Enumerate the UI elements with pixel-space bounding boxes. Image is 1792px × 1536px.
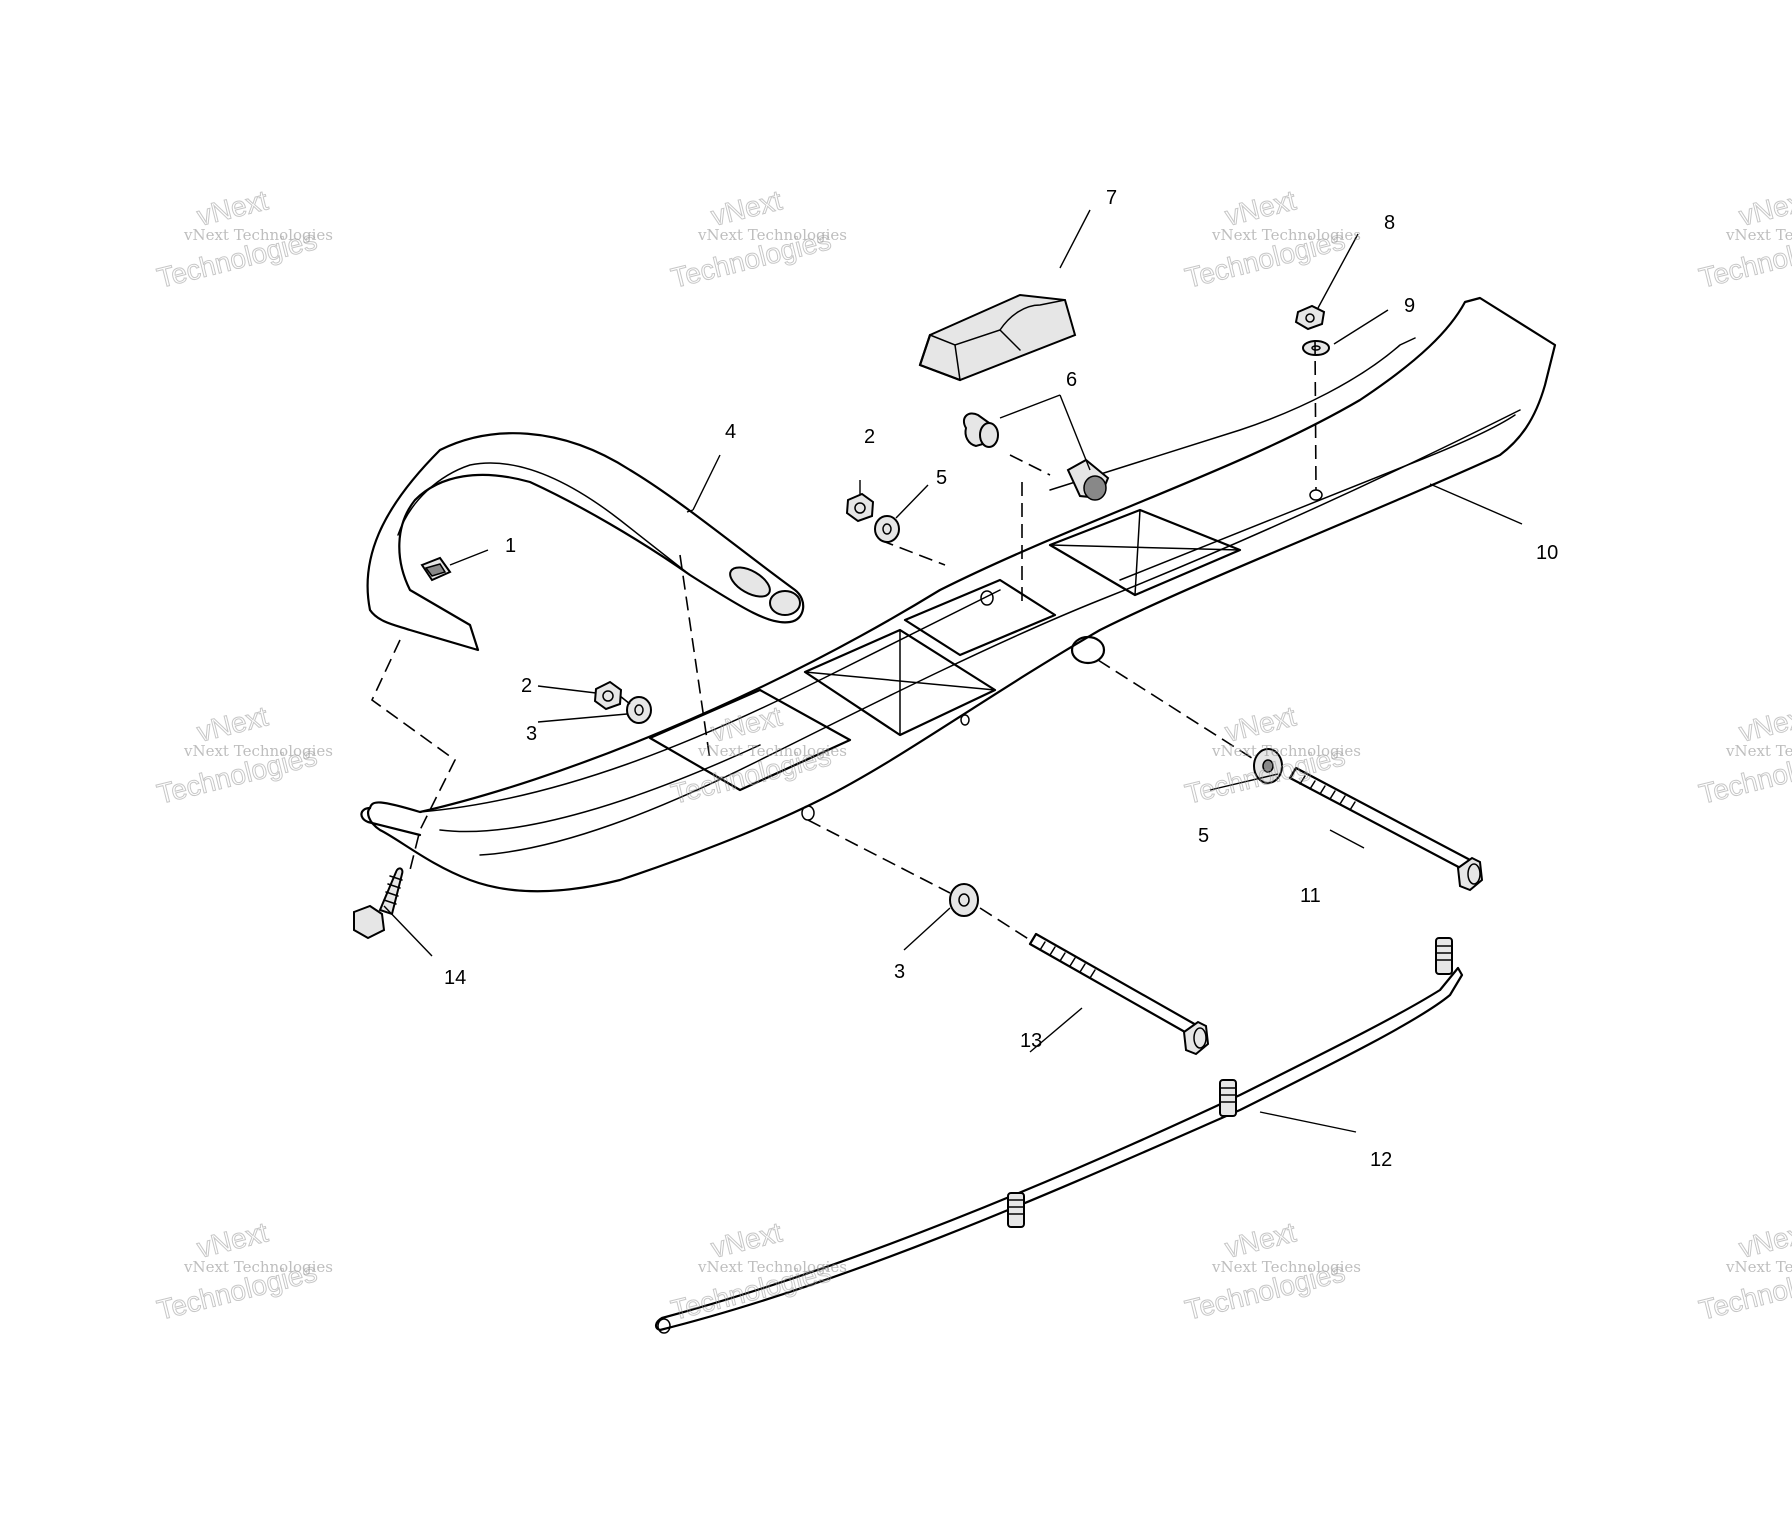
callout-1: 1 (505, 535, 516, 557)
watermark-logo-line1: vNext (1222, 184, 1299, 231)
callout-11: 11 (1300, 885, 1321, 907)
callout-8: 8 (1384, 212, 1395, 234)
callout-labels: 1 2 2 3 3 4 5 5 6 7 8 9 10 11 12 13 14 (444, 187, 1558, 1171)
callout-3-lower: 3 (894, 961, 905, 983)
watermark-text: vNext Technologies (697, 742, 847, 760)
callout-4: 4 (725, 421, 736, 443)
watermark-text: vNext Technologies (697, 226, 847, 244)
watermark-logo-line1: vNext (1222, 1216, 1299, 1263)
bolt-part-13 (1028, 932, 1210, 1056)
watermark-text: vNext Technologies (1211, 226, 1361, 244)
callout-3-upper: 3 (526, 723, 537, 745)
washer-part-9 (1302, 340, 1330, 356)
watermark-text: vNext Technologies (1725, 226, 1792, 244)
nut-part-8 (1294, 304, 1326, 331)
callout-7: 7 (1106, 187, 1117, 209)
watermark-text: vNext Technologies (1725, 1258, 1792, 1276)
watermark-logo-line1: vNext (1222, 700, 1299, 747)
watermark-text: vNext Technologies (1725, 742, 1792, 760)
watermark-text: vNext Technologies (183, 742, 333, 760)
ski-body-part-10 (360, 296, 1557, 893)
callout-5-upper: 5 (936, 467, 947, 489)
callout-13: 13 (1020, 1030, 1042, 1052)
callout-2-upper: 2 (864, 426, 875, 448)
watermark-logo-line1: vNext (708, 184, 785, 231)
watermark-top-center: vNext vNext Technologies Technologies (667, 184, 847, 294)
nut-part-2-upper (845, 492, 875, 523)
watermark-bottom-right: vNext vNext Technologies Technologies (1181, 1216, 1361, 1326)
bolt-part-11 (1288, 766, 1484, 892)
callout-6: 6 (1066, 369, 1077, 391)
washer-part-5-upper (874, 515, 900, 543)
clip-part-1 (420, 556, 452, 582)
callout-10: 10 (1536, 542, 1558, 564)
callout-9: 9 (1404, 295, 1415, 317)
watermark-mid-edge: vNext vNext Technologies Technologies (1695, 700, 1792, 810)
washer-part-3-upper (626, 696, 652, 724)
wear-rod-part-12 (655, 937, 1464, 1334)
watermark-logo-line1: vNext (194, 1216, 271, 1263)
watermark-text: vNext Technologies (1211, 742, 1361, 760)
watermark-mid-left: vNext vNext Technologies Technologies (153, 700, 333, 810)
leader-lines (383, 209, 1523, 1133)
watermark-logo-line1: vNext (1736, 1216, 1792, 1263)
bushing-part-6 (962, 412, 1110, 501)
ski-loop-handle-part-4 (366, 432, 805, 652)
watermark-top-left: vNext vNext Technologies Technologies (153, 184, 333, 294)
watermark-top-edge: vNext vNext Technologies Technologies (1695, 184, 1792, 294)
washer-part-3-lower (949, 883, 979, 917)
watermark-logo-line1: vNext (1736, 184, 1792, 231)
nut-part-2-lower (593, 680, 623, 711)
callout-5-lower: 5 (1198, 825, 1209, 847)
watermark-logo-line1: vNext (194, 700, 271, 747)
wear-pad-part-7 (918, 293, 1077, 382)
callout-2-lower: 2 (521, 675, 532, 697)
watermark-text: vNext Technologies (1211, 1258, 1361, 1276)
watermark-text: vNext Technologies (697, 1258, 847, 1276)
watermark-logo-line1: vNext (1736, 700, 1792, 747)
watermark-text: vNext Technologies (183, 226, 333, 244)
bolt-part-14 (353, 867, 404, 940)
watermark-bottom-left: vNext vNext Technologies Technologies (153, 1216, 333, 1326)
watermark-logo-line1: vNext (708, 1216, 785, 1263)
watermark-bottom-edge: vNext vNext Technologies Technologies (1695, 1216, 1792, 1326)
watermark-logo-line1: vNext (194, 184, 271, 231)
callout-12: 12 (1370, 1149, 1392, 1171)
assembly-lines (370, 339, 1317, 941)
watermark-bottom-center: vNext vNext Technologies Technologies (667, 1216, 847, 1326)
callout-14: 14 (444, 967, 466, 989)
watermark-text: vNext Technologies (183, 1258, 333, 1276)
